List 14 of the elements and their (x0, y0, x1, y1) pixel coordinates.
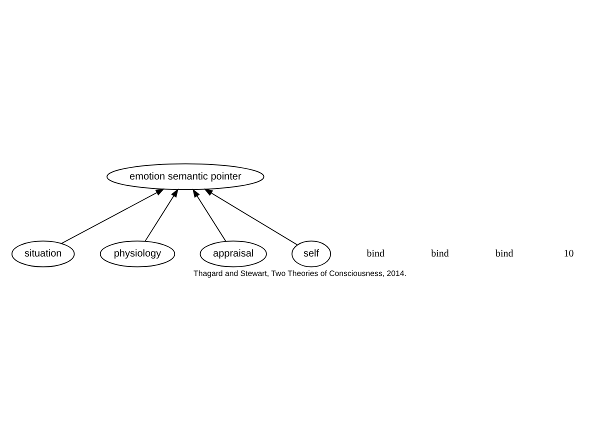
arrow (192, 188, 226, 242)
label: bind (431, 248, 449, 260)
node-ellipse: self (292, 240, 332, 267)
arrow (61, 188, 165, 244)
caption: Thagard and Stewart, Two Theories of Consciousness, 2014. (194, 268, 406, 278)
arrow (204, 188, 298, 245)
node-ellipse: emotion semantic pointer (106, 162, 264, 190)
label: 10 (564, 248, 574, 260)
node-ellipse: appraisal (200, 240, 267, 267)
label: bind (495, 248, 514, 260)
node-ellipse: situation (12, 240, 75, 267)
node-ellipse: physiology (100, 240, 176, 267)
label: bind (366, 248, 385, 260)
arrow (144, 188, 178, 241)
